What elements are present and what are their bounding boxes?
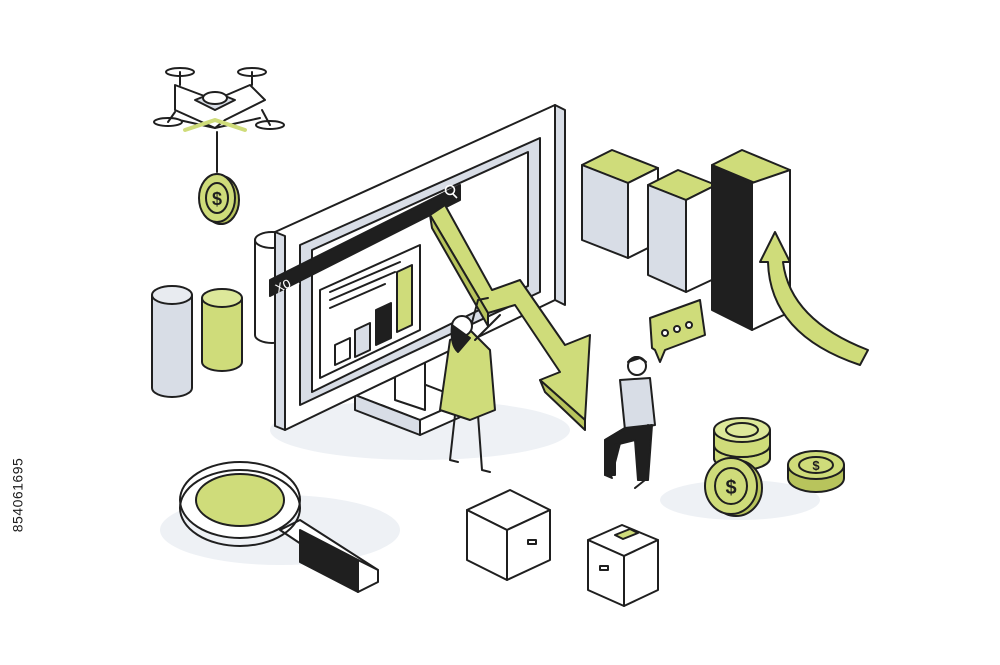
arrow-up-icon [759,231,869,366]
coin-symbol: $ [212,189,222,209]
box-icon [587,524,659,607]
cylinder-chart [151,231,290,398]
arrow-down-icon [429,204,591,431]
search-bar [269,184,461,297]
coin-icon: $ [787,450,845,493]
bar-chart-3d [581,149,791,331]
speech-bubble-icon [649,299,706,363]
drone-icon [153,67,285,173]
magnifier-icon [179,461,379,593]
box-icon [466,489,551,581]
stock-id-label: 854061695 [4,420,30,570]
coin-symbol: $ [812,458,820,473]
coin-symbol: $ [725,477,736,499]
man-figure [604,356,656,489]
woman-figure [439,297,501,473]
monitor [269,104,566,436]
coin-icon: $ [704,457,763,517]
stock-id-text: 854061695 [9,457,26,533]
search-icon [444,184,458,199]
coin-icon: $ [198,173,240,225]
